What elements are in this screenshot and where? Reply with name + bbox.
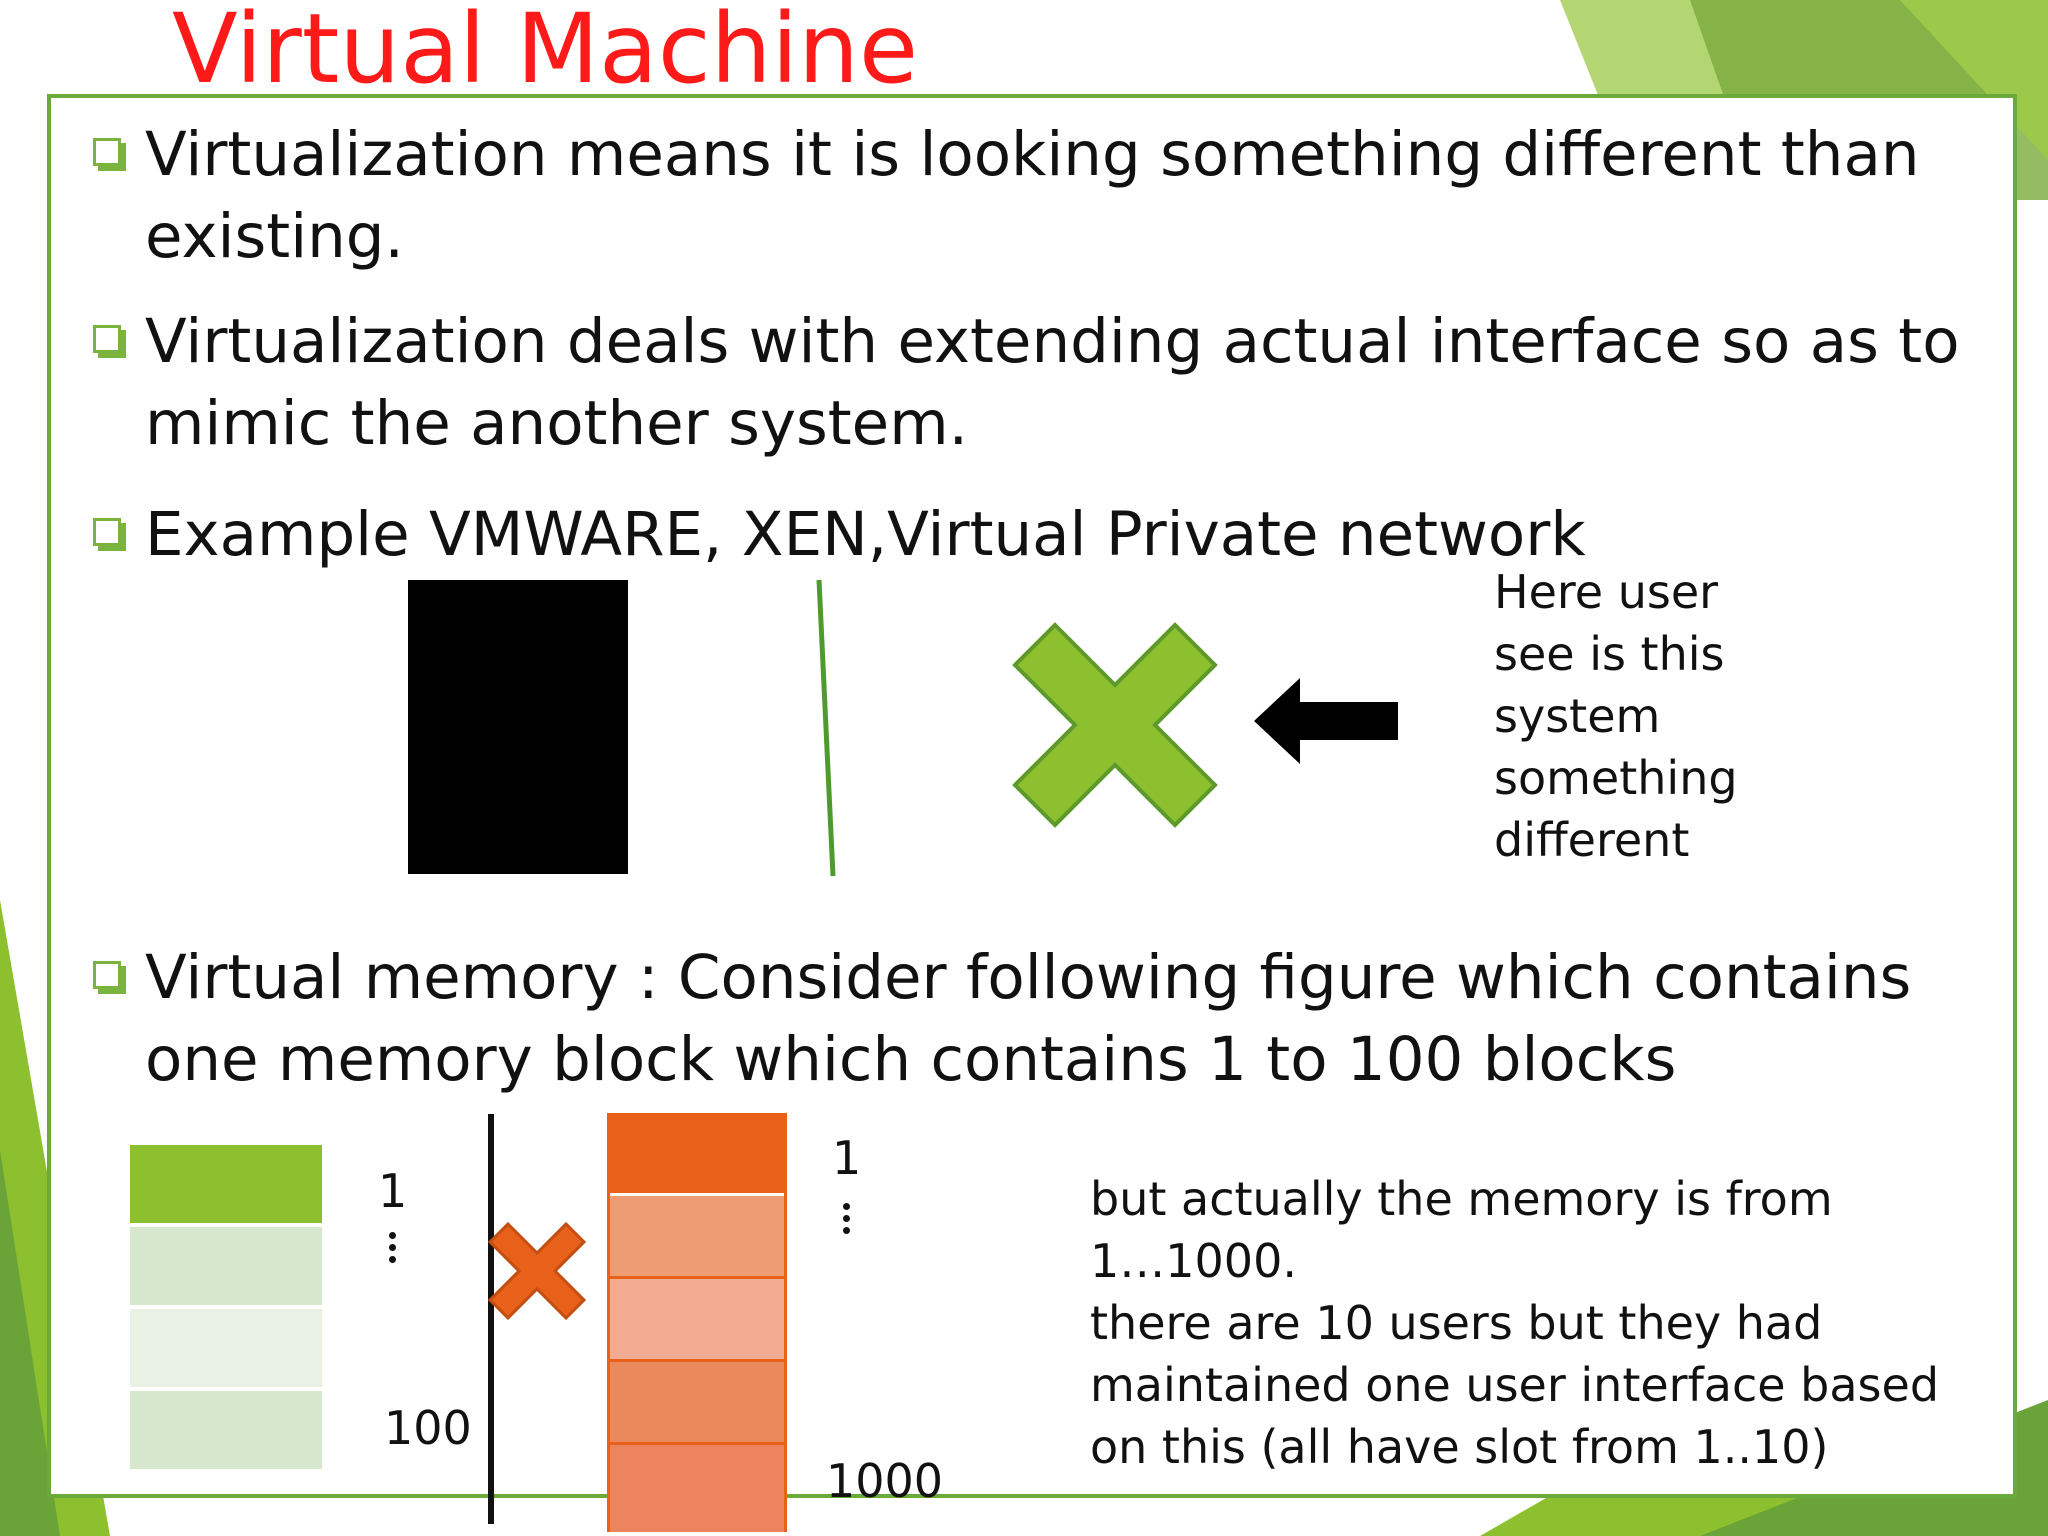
- memory-block: [130, 1309, 322, 1387]
- vm-black-box: [408, 580, 628, 874]
- vm-divider-line: [816, 579, 836, 877]
- actual-memory-stack: [607, 1113, 787, 1532]
- bullet-line: Virtualization means it is looking somet…: [145, 119, 1920, 190]
- memory-note: but actually the memory is from 1…1000. …: [1090, 1172, 1940, 1474]
- memory-divider-line: [488, 1114, 494, 1524]
- memory-block: [610, 1196, 784, 1279]
- bullet-text: Virtual memory : Consider following figu…: [145, 937, 1911, 1101]
- user-memory-stack: [130, 1145, 322, 1469]
- memory-block: [610, 1445, 784, 1532]
- bullet-text: Virtualization deals with extending actu…: [145, 301, 1960, 465]
- checkbox-bullet-icon: [93, 961, 126, 994]
- memory-block-active: [130, 1145, 322, 1223]
- memory-block: [610, 1362, 784, 1445]
- memory-block: [610, 1279, 784, 1362]
- memory-block-active: [610, 1116, 784, 1196]
- bullet-line: Example VMWARE, XEN,Virtual Private netw…: [145, 499, 1586, 570]
- vertical-ellipsis-icon: [843, 1203, 851, 1239]
- user-end-label: 100: [384, 1401, 472, 1455]
- bullet-line: Virtual memory : Consider following figu…: [145, 942, 1912, 1013]
- bullet-line: one memory block which contains 1 to 100…: [145, 1024, 1677, 1095]
- bullet-line: mimic the another system.: [145, 388, 969, 459]
- green-cross-icon: [1012, 622, 1218, 828]
- actual-end-label: 1000: [826, 1454, 944, 1508]
- memory-block: [130, 1227, 322, 1305]
- checkbox-bullet-icon: [93, 325, 126, 358]
- vm-note: Here user see is this system something d…: [1494, 565, 1738, 867]
- actual-start-label: 1: [832, 1131, 862, 1185]
- vertical-ellipsis-icon: [389, 1232, 397, 1268]
- bullet-text: Virtualization means it is looking somet…: [145, 114, 1920, 278]
- user-start-label: 1: [378, 1164, 408, 1218]
- slide-title: Virtual Machine: [172, 0, 919, 105]
- bullet-text: Example VMWARE, XEN,Virtual Private netw…: [145, 494, 1586, 576]
- memory-block: [130, 1391, 322, 1469]
- orange-cross-icon: [488, 1222, 586, 1320]
- checkbox-bullet-icon: [93, 138, 126, 171]
- left-arrow-icon: [1254, 678, 1398, 764]
- bullet-line: Virtualization deals with extending actu…: [145, 306, 1960, 377]
- bullet-line: existing.: [145, 201, 404, 272]
- checkbox-bullet-icon: [93, 518, 126, 551]
